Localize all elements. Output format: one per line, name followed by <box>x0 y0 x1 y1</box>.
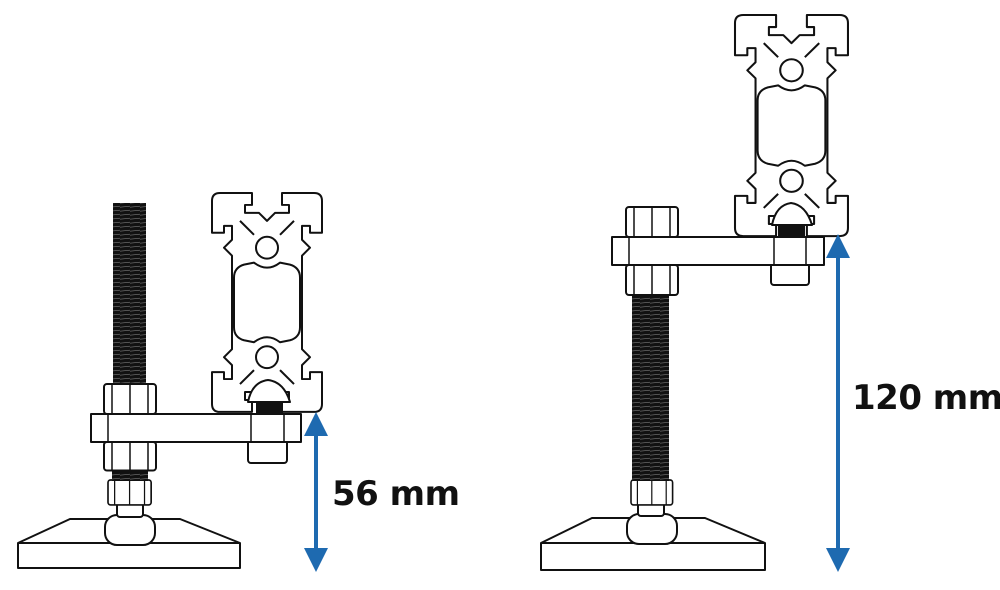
right-bracket-bar <box>611 236 825 266</box>
left-bracket-bar <box>90 413 302 443</box>
left-aluminium-profile <box>211 192 323 413</box>
right-assembly <box>540 13 850 572</box>
right-threaded-rod <box>632 295 669 481</box>
left-lower-nut <box>103 441 157 472</box>
left-bolt <box>247 439 288 464</box>
left-ball-joint <box>104 514 156 546</box>
left-assembly <box>17 192 328 572</box>
left-height-label: 56 mm <box>332 474 460 514</box>
right-washer <box>778 225 805 236</box>
right-upper-nut <box>625 206 679 238</box>
right-small-nut <box>630 479 674 506</box>
right-height-label: 120 mm <box>852 378 1000 418</box>
left-upper-nut <box>103 383 157 415</box>
left-small-nut <box>107 479 152 506</box>
left-short-thread <box>112 469 148 481</box>
right-lower-nut <box>625 264 679 296</box>
right-ball-joint <box>626 513 678 545</box>
left-threaded-rod <box>113 203 146 385</box>
left-washer <box>256 402 283 413</box>
